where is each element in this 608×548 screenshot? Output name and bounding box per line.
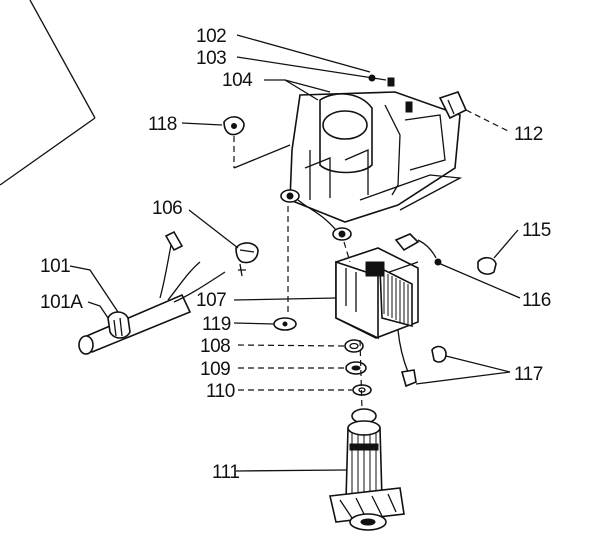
label-116: 116 xyxy=(522,290,551,311)
page-corner-lines xyxy=(0,0,96,186)
label-112: 112 xyxy=(514,124,543,145)
screw-part-118 xyxy=(223,116,291,169)
bearing-part-108 xyxy=(344,339,364,353)
clamp-part-115 xyxy=(477,256,497,275)
assembly-center-lines xyxy=(287,206,363,411)
armature-part-111 xyxy=(329,408,405,531)
wire-connector-part-106 xyxy=(235,242,259,277)
label-102: 102 xyxy=(196,26,226,47)
label-110: 110 xyxy=(206,381,235,402)
label-111: 111 xyxy=(212,462,239,483)
label-118: 118 xyxy=(148,114,177,135)
label-119: 119 xyxy=(202,314,231,335)
field-coil-part-107 xyxy=(335,247,419,388)
switch-housing-part xyxy=(280,74,463,241)
brush-part-117 xyxy=(431,345,447,363)
label-109: 109 xyxy=(200,359,230,380)
label-107: 107 xyxy=(196,290,226,311)
leader-lines xyxy=(69,34,521,472)
power-cord-part-101 xyxy=(78,230,226,355)
label-106: 106 xyxy=(152,198,182,219)
label-108: 108 xyxy=(200,336,230,357)
label-117: 117 xyxy=(514,364,543,385)
lead-wire-part-116 xyxy=(394,233,442,266)
label-101a: 101A xyxy=(40,292,83,313)
label-115: 115 xyxy=(522,220,551,241)
washer-part-109 xyxy=(345,361,367,375)
washer-part-119 xyxy=(273,317,297,331)
part-labels: 102 103 104 112 118 106 115 101 101A 116… xyxy=(40,26,551,483)
label-103: 103 xyxy=(196,48,226,69)
label-101: 101 xyxy=(40,256,70,277)
label-104: 104 xyxy=(222,70,253,91)
